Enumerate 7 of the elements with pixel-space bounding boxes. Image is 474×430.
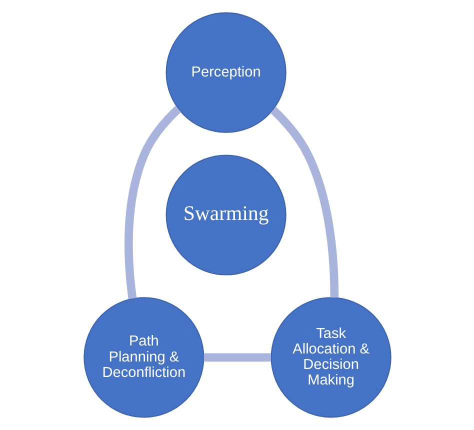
node-circle: Task Allocation & Decision Making bbox=[270, 297, 391, 418]
connector bbox=[203, 353, 270, 362]
connector bbox=[270, 106, 338, 298]
node-circle: Path Planning & Deconfliction bbox=[83, 297, 204, 418]
node-circle: Swarming bbox=[165, 154, 286, 276]
connector bbox=[124, 106, 181, 300]
node-circle: Perception bbox=[165, 12, 286, 133]
